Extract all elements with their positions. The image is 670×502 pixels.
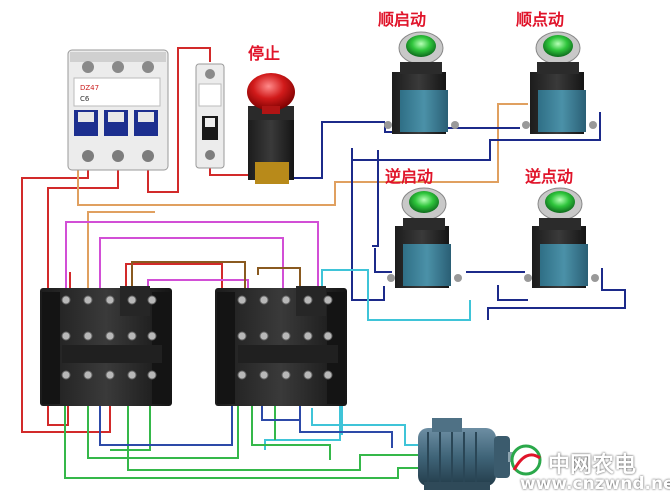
stop-button[interactable] <box>247 73 295 184</box>
wire-blue-lower <box>99 402 393 448</box>
watermark-url: www.cnzwnd.net <box>520 474 670 494</box>
reverse-jog-button[interactable] <box>524 187 599 288</box>
wire-navy <box>290 112 626 320</box>
watermark-name: 中网农电 <box>548 453 637 478</box>
motor <box>418 418 518 490</box>
wire-purple <box>65 221 319 292</box>
forward-start-button[interactable] <box>384 31 459 134</box>
wire-green <box>64 402 420 479</box>
forward-jog-label: 顺点动 <box>516 10 565 29</box>
wire-brown <box>131 261 301 292</box>
watermark-logo <box>510 444 542 476</box>
stop-label: 停止 <box>248 44 281 63</box>
forward-start-label: 顺启动 <box>378 10 427 29</box>
breaker-brand-text: DZ47 <box>80 84 99 92</box>
reverse-jog-label: 逆点动 <box>525 167 574 186</box>
stop-button-cap[interactable] <box>247 73 295 111</box>
contactor-forward <box>40 286 172 406</box>
reverse-start-button[interactable] <box>387 187 462 288</box>
wire-red <box>21 47 252 433</box>
reverse-start-label: 逆启动 <box>385 167 434 186</box>
forward-jog-button[interactable] <box>522 31 597 134</box>
breaker-rating-text: C6 <box>80 95 90 103</box>
wire-orange <box>77 103 528 300</box>
circuit-breaker-1p <box>195 63 225 169</box>
circuit-breaker-3p: DZ47 C6 <box>67 49 169 171</box>
contactor-reverse <box>215 286 347 406</box>
